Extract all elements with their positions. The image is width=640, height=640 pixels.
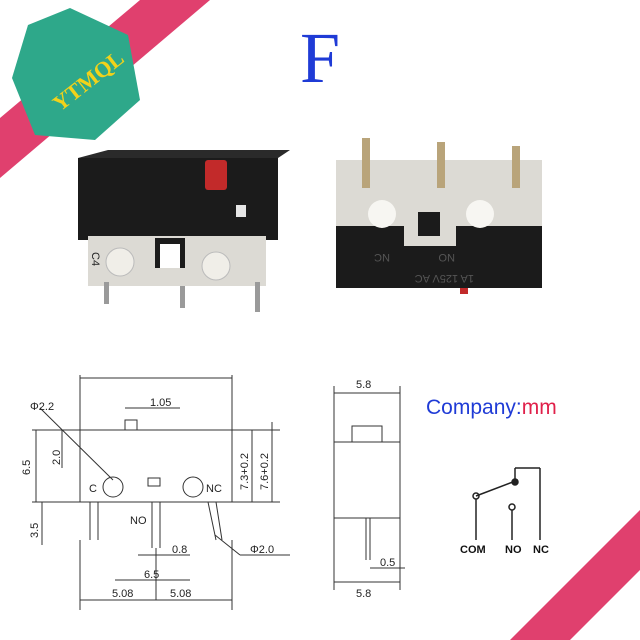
side-outline	[333, 386, 405, 590]
dim-hole-diameter: Φ2.2	[30, 401, 54, 413]
switch-front-view: C4	[78, 150, 290, 312]
dim-pin-width: 0.5	[380, 557, 395, 569]
dim-pin-diameter: Φ2.0	[250, 544, 274, 556]
schematic-com: COM	[460, 544, 486, 556]
unit-label: Company:mm	[426, 396, 557, 420]
schematic-no: NO	[505, 544, 522, 556]
dim-pin-length: 3.5	[29, 523, 41, 538]
unit-value: mm	[521, 396, 557, 419]
dim-side-width-top: 5.8	[356, 379, 371, 391]
schematic-nc: NC	[533, 544, 549, 556]
dim-height-65: 6.5	[21, 460, 33, 475]
logo-hexagon	[12, 8, 140, 140]
dim-height-73: 7.3+0.2	[239, 453, 251, 490]
dim-pin-offset: 0.8	[172, 544, 187, 556]
terminal-label-no: NO	[130, 515, 147, 527]
terminal-label-c: C	[89, 483, 97, 495]
unit-prefix: Company:	[426, 396, 522, 419]
back-marking-nc: NC	[374, 251, 390, 263]
variant-letter: F	[299, 18, 341, 98]
switch-back-view: NC NO 1A 125V AC	[336, 138, 542, 294]
dim-height-76: 7.6+0.2	[259, 453, 271, 490]
dim-offset: 1.05	[150, 397, 171, 409]
circuit-schematic	[472, 467, 541, 540]
terminal-label-nc: NC	[206, 483, 222, 495]
dim-side-width-bottom: 5.8	[356, 588, 371, 600]
front-outline	[32, 375, 290, 610]
front-marking: C4	[89, 252, 101, 266]
dim-pin-spacing-2: 5.08	[170, 588, 191, 600]
dim-hole-spacing: 6.5	[144, 569, 159, 581]
back-marking-rating: 1A 125V AC	[415, 272, 474, 284]
bottom-right-ribbon	[510, 510, 640, 640]
back-marking-no: NO	[438, 251, 455, 263]
dim-pin-spacing-1: 5.08	[112, 588, 133, 600]
actuator-button	[205, 160, 227, 190]
dim-height-20: 2.0	[51, 450, 63, 465]
